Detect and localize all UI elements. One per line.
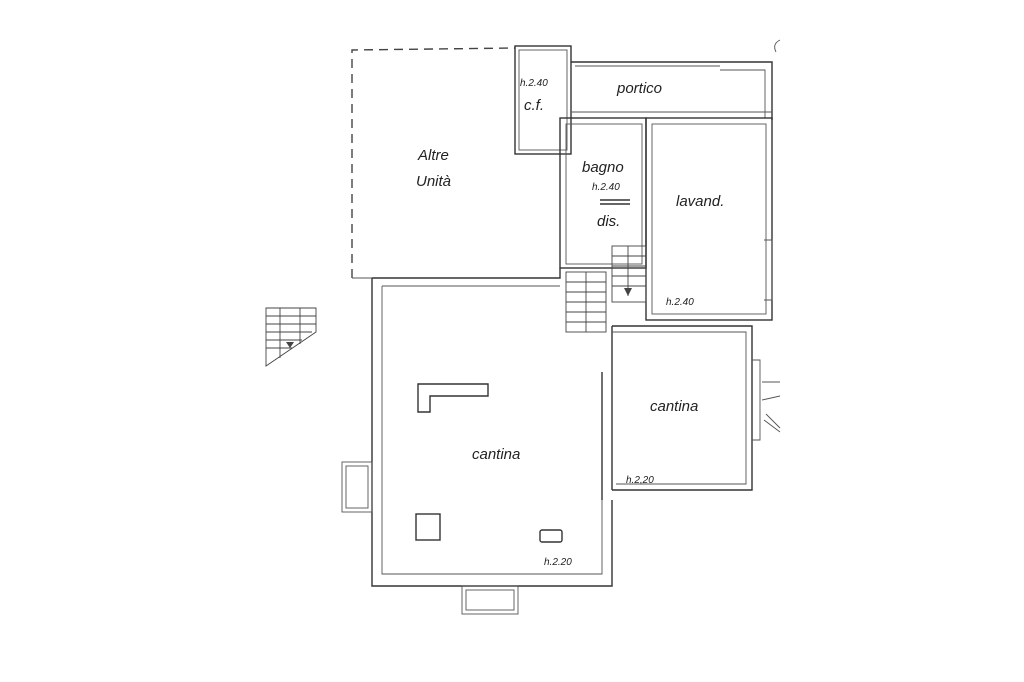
portico-inner — [575, 65, 766, 118]
external-stair — [265, 307, 317, 367]
left-window — [341, 461, 373, 513]
right-stair-fragment — [761, 381, 781, 433]
lavand-window — [764, 239, 773, 301]
cantina-right-inner — [612, 331, 747, 485]
portico-label: portico — [616, 80, 662, 97]
altre-unita-outline — [351, 47, 516, 278]
bagno-height-label: h.2.40 — [592, 182, 620, 193]
lavand-inner — [651, 123, 767, 315]
lavand-label: lavand. — [676, 193, 724, 210]
cantina-main-divider — [601, 372, 613, 500]
cf-label: c.f. — [524, 97, 544, 114]
cantina-right-height-label: h.2,20 — [626, 475, 654, 486]
cantina-right-label: cantina — [650, 398, 698, 415]
fireplace — [417, 383, 489, 413]
cantina-right-outline — [611, 325, 753, 491]
lavand-height-label: h.2.40 — [666, 297, 694, 308]
bottom-window — [461, 585, 519, 615]
bottom-window-inner — [465, 589, 515, 611]
altre-label-2: Unità — [416, 173, 451, 190]
left-window-inner — [345, 465, 369, 509]
bagno-inner — [565, 123, 643, 265]
cantina-main-label: cantina — [472, 446, 520, 463]
cf-height-label: h.2.40 — [520, 78, 548, 89]
square-fixture — [415, 513, 441, 541]
bagno-room — [559, 117, 647, 269]
corner-mark — [774, 39, 781, 53]
cantina-main-outline — [371, 268, 613, 587]
lavand-room — [645, 117, 773, 321]
right-window — [752, 359, 761, 441]
dis-label: dis. — [597, 213, 620, 230]
cantina-main-height-label: h.2.20 — [544, 557, 572, 568]
portico-outline — [571, 61, 773, 120]
cf-room — [514, 45, 572, 155]
lower-stair — [565, 271, 607, 333]
small-fixture — [539, 529, 563, 543]
bagno-label: bagno — [582, 159, 624, 176]
inner-stair — [611, 245, 647, 303]
cantina-main-inner — [381, 285, 603, 575]
altre-label-1: Altre — [417, 147, 449, 164]
cf-room-inner — [518, 49, 568, 151]
